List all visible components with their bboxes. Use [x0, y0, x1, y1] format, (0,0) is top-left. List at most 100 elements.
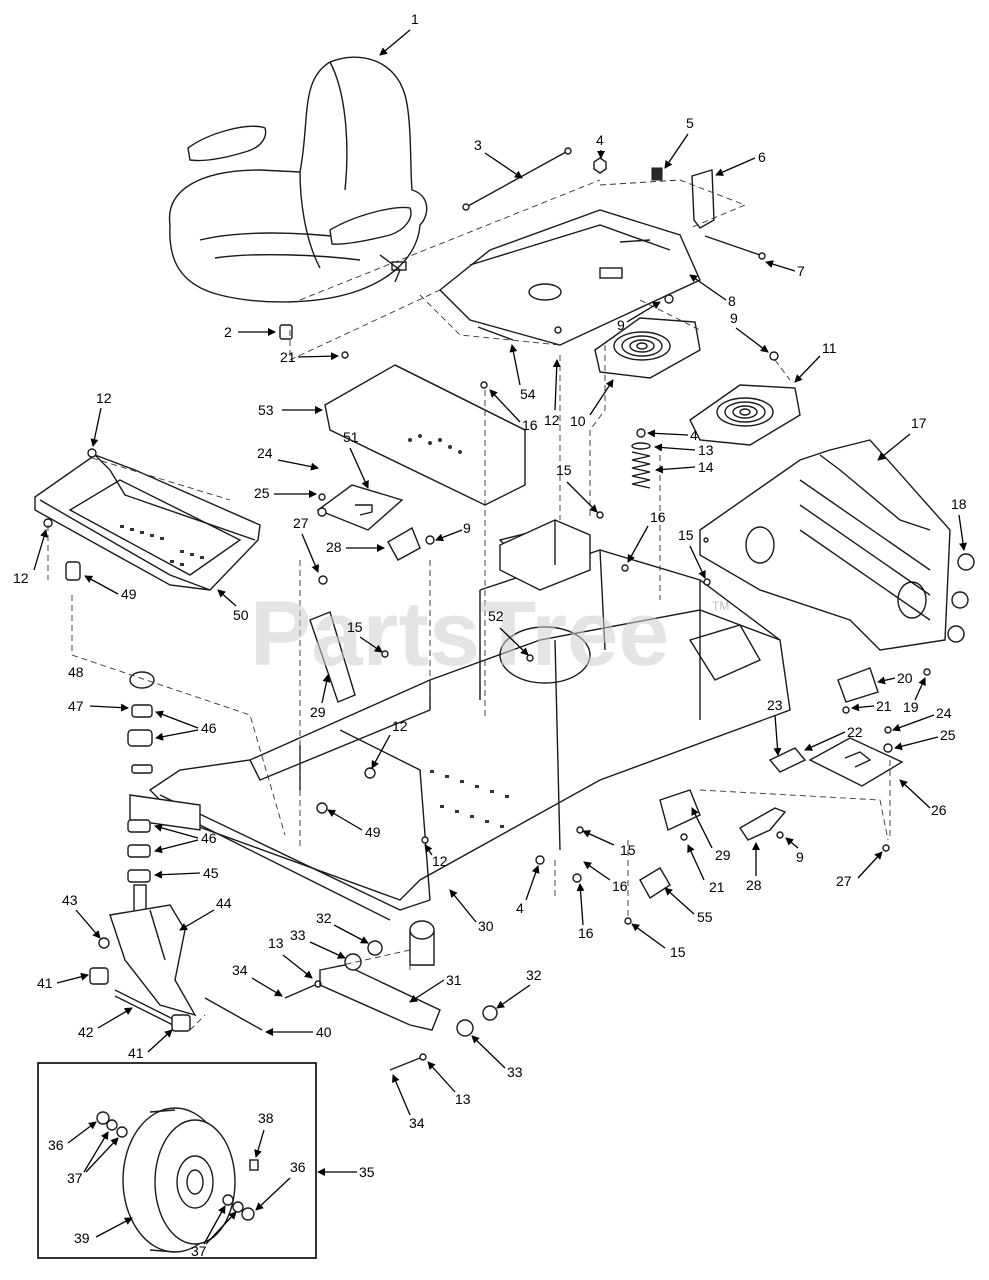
axle-assembly [89, 937, 263, 1032]
watermark-trademark: TM [712, 599, 729, 613]
callout-13-c: 13 [455, 1091, 471, 1107]
callout-9-c: 9 [463, 520, 471, 536]
callout-45: 45 [203, 865, 219, 881]
callout-labels: 1 2 3 4 5 6 7 8 9 9 9 9 10 [13, 11, 967, 1259]
callout-55: 55 [697, 909, 713, 925]
callout-46-a: 46 [201, 720, 217, 736]
callout-54: 54 [520, 386, 536, 402]
seat-bumper [279, 324, 293, 340]
bracket-28-upper [387, 526, 421, 561]
pivot-bolt [704, 235, 766, 260]
callout-15-d: 15 [620, 842, 636, 858]
callout-36-b: 36 [290, 1159, 306, 1175]
callout-4-spring: 4 [690, 427, 698, 443]
callout-14: 14 [698, 459, 714, 475]
callout-labels-2: 49 49 50 51 52 53 54 55 4 4 [84, 344, 713, 925]
knobs [947, 553, 975, 643]
callout-13-a: 13 [698, 442, 714, 458]
coil-spring [631, 428, 651, 489]
bracket-55 [639, 867, 671, 899]
callout-41-a: 41 [37, 975, 53, 991]
callout-10: 10 [570, 413, 586, 429]
callout-25-b: 25 [940, 727, 956, 743]
callout-16-c: 16 [612, 878, 628, 894]
callout-23: 23 [767, 697, 783, 713]
callout-51: 51 [343, 429, 359, 445]
callout-22: 22 [847, 724, 863, 740]
bracket-29-right [659, 789, 701, 831]
callout-13-b: 13 [268, 935, 284, 951]
callout-34-b: 34 [409, 1115, 425, 1131]
seat-spring-bracket [599, 167, 747, 229]
seat-rod [462, 147, 572, 211]
callout-8: 8 [728, 293, 736, 309]
callout-42: 42 [78, 1024, 94, 1040]
callout-5: 5 [686, 115, 694, 131]
callout-4-frame: 4 [516, 900, 524, 916]
callout-27-b: 27 [836, 873, 852, 889]
watermark-text: PartsTree [250, 583, 669, 685]
callout-33-a: 33 [290, 927, 306, 943]
callout-4-top: 4 [596, 132, 604, 148]
callout-21-a: 21 [280, 349, 296, 365]
callout-35: 35 [359, 1164, 375, 1180]
nut-4-top [593, 157, 607, 174]
callout-18: 18 [951, 496, 967, 512]
rear-shroud [324, 364, 526, 506]
callout-21-b: 21 [876, 698, 892, 714]
callout-44: 44 [216, 895, 232, 911]
rubber-bumper-49 [65, 561, 81, 581]
callout-29-a: 29 [310, 704, 326, 720]
callout-25-a: 25 [254, 485, 270, 501]
callout-38: 38 [258, 1110, 274, 1126]
callout-32-b: 32 [526, 967, 542, 983]
footrest [34, 454, 261, 591]
callout-49-a: 49 [121, 586, 137, 602]
bolt-54 [477, 326, 514, 341]
assembly-lines [47, 179, 891, 1031]
callout-20: 20 [897, 670, 913, 686]
callout-48: 48 [68, 664, 84, 680]
watermark: PartsTree TM [250, 583, 729, 685]
seat-adjust-plate [316, 484, 404, 531]
callout-16-a: 16 [522, 417, 538, 433]
callout-47: 47 [68, 698, 84, 714]
caster-arm [284, 940, 498, 1071]
callout-28-b: 28 [746, 877, 762, 893]
callout-3: 3 [474, 137, 482, 153]
callout-24-a: 24 [257, 445, 273, 461]
caster-wheel [122, 1107, 236, 1253]
callout-52: 52 [488, 608, 504, 624]
bracket-23 [768, 747, 807, 773]
callout-11: 11 [822, 340, 837, 356]
seat-pan [419, 209, 701, 346]
bracket-20 [837, 667, 879, 703]
callout-31: 31 [446, 972, 462, 988]
seat [168, 56, 428, 303]
callout-7: 7 [797, 263, 805, 279]
callout-16-d: 16 [578, 925, 594, 941]
wheel-inset [37, 1062, 317, 1259]
callout-9-b: 9 [730, 310, 738, 326]
callout-19: 19 [903, 699, 919, 715]
spring-plate-left [594, 317, 701, 379]
callout-32-a: 32 [316, 910, 332, 926]
callout-15-a: 15 [556, 462, 572, 478]
callout-27-a: 27 [293, 515, 309, 531]
callout-9-d: 9 [796, 849, 804, 865]
callout-12-a: 12 [96, 390, 112, 406]
callout-41-b: 41 [128, 1045, 144, 1061]
callout-43: 43 [62, 892, 78, 908]
callout-12-c: 12 [544, 412, 560, 428]
caster-fork [109, 671, 201, 1017]
callout-12-b: 12 [13, 570, 29, 586]
callout-37-a: 37 [67, 1170, 83, 1186]
callout-29-b: 29 [715, 847, 731, 863]
callout-6: 6 [758, 149, 766, 165]
seat-adjust-plate-26 [808, 737, 904, 787]
spring-plate-right [689, 384, 801, 446]
callout-50: 50 [233, 607, 249, 623]
callout-34-a: 34 [232, 962, 248, 978]
rear-guard [699, 439, 951, 651]
